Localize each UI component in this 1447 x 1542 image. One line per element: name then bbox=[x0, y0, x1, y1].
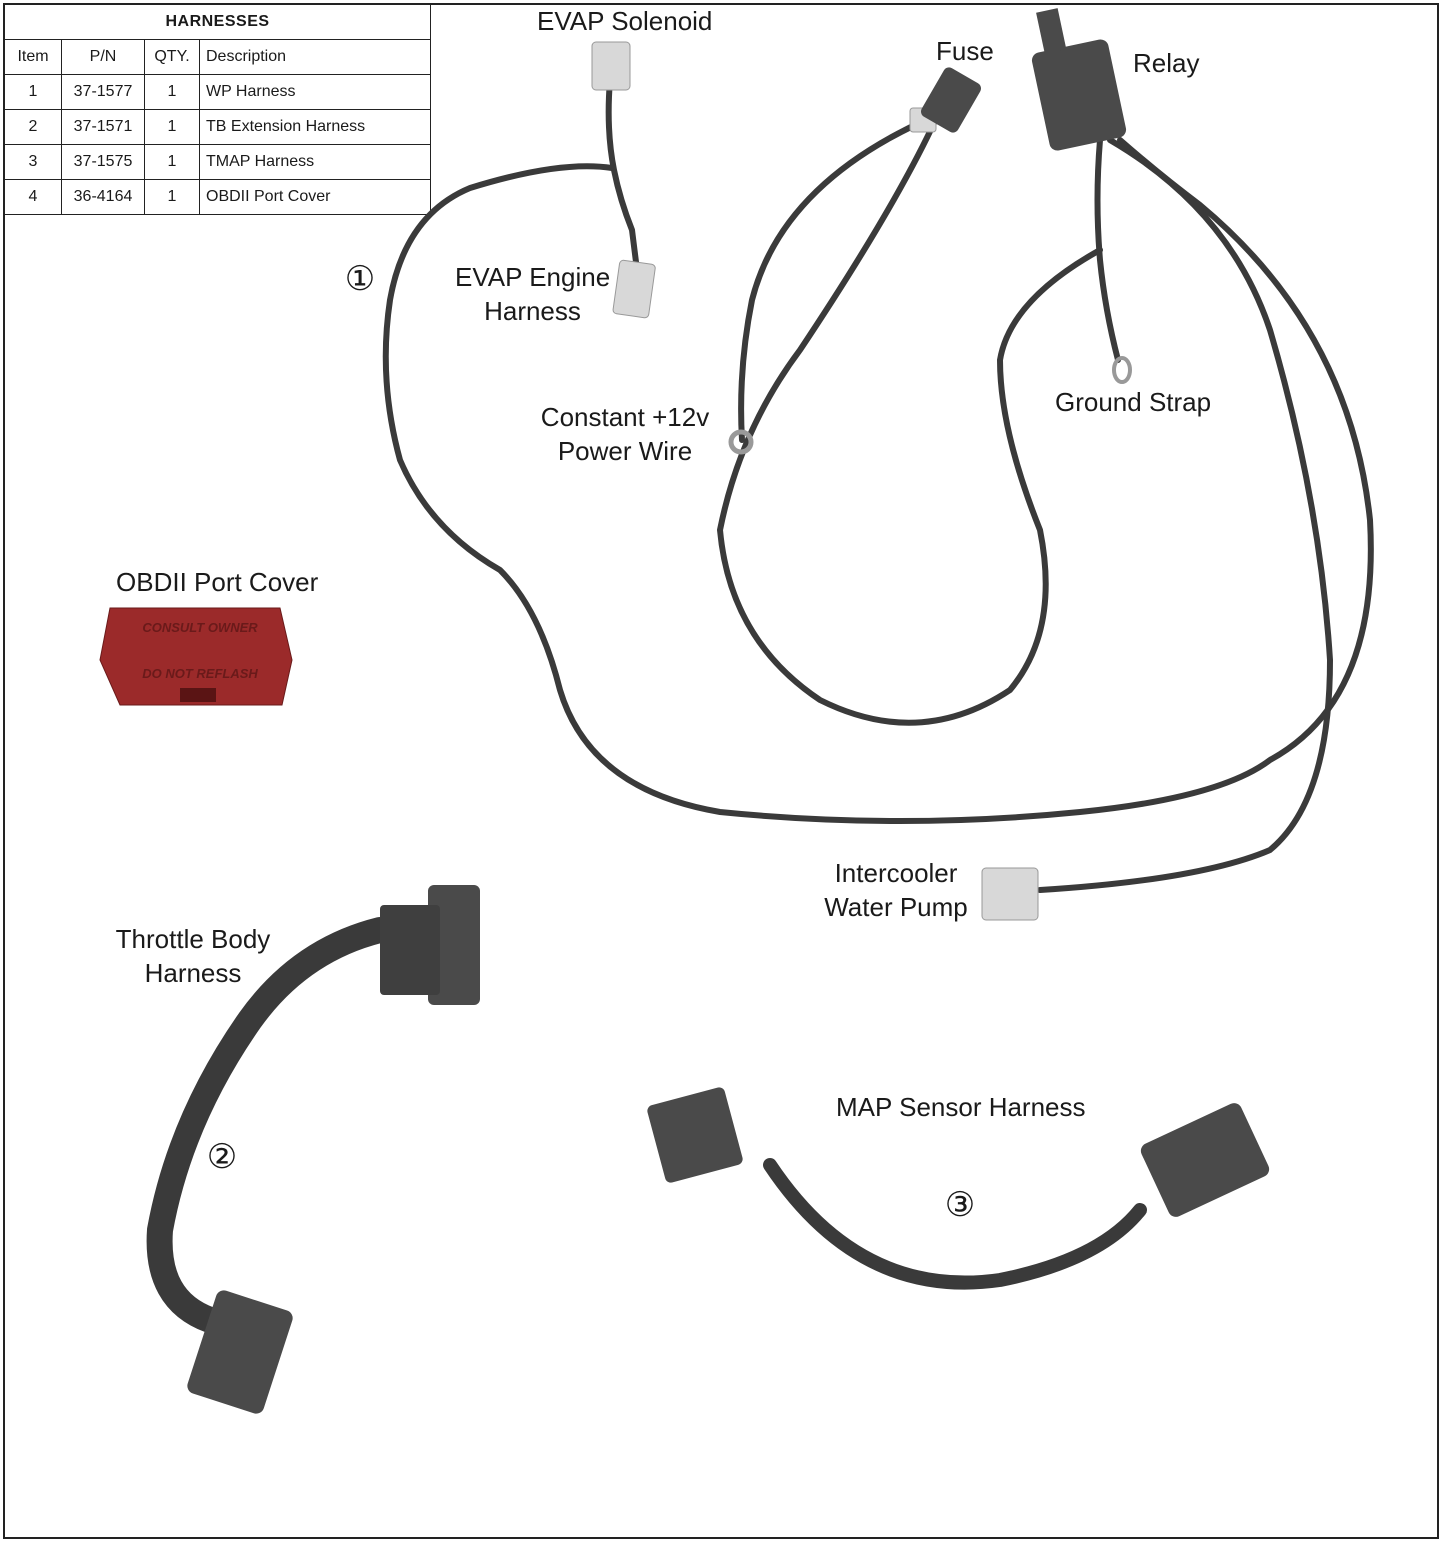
obdii-port-cover: CONSULT OWNER DO NOT REFLASH bbox=[99, 607, 293, 706]
label-ground-strap: Ground Strap bbox=[1055, 387, 1212, 417]
obdii-slot bbox=[180, 688, 216, 702]
wp-harness-wires bbox=[382, 77, 1374, 893]
header-pn: P/N bbox=[61, 39, 145, 75]
obdii-body bbox=[99, 607, 293, 706]
relay bbox=[1031, 8, 1127, 151]
ring-terminal-ground bbox=[1112, 356, 1132, 384]
throttle-connector-lower bbox=[187, 1290, 293, 1414]
label-evap-solenoid: EVAP Solenoid bbox=[537, 6, 713, 36]
label-constant-line1: Constant +12v bbox=[540, 402, 710, 432]
label-map-sensor: MAP Sensor Harness bbox=[836, 1092, 1086, 1122]
map-conduit bbox=[763, 1158, 1147, 1290]
label-relay: Relay bbox=[1133, 48, 1200, 78]
label-intercooler-line1: Intercooler bbox=[834, 858, 958, 888]
obdii-text-1: CONSULT OWNER bbox=[142, 620, 258, 635]
table-row: 3 37-1575 1 TMAP Harness bbox=[4, 144, 431, 180]
cell-pn: 36-4164 bbox=[61, 179, 145, 215]
map-connector-right bbox=[1140, 1103, 1270, 1217]
cell-description: TB Extension Harness bbox=[199, 109, 431, 145]
fuse-holder bbox=[921, 67, 981, 133]
throttle-connector-upper-body bbox=[380, 905, 440, 995]
label-fuse: Fuse bbox=[936, 36, 994, 66]
wire-evap-engine bbox=[605, 77, 639, 265]
callout-1: ① bbox=[344, 259, 376, 299]
map-connector-left bbox=[647, 1087, 743, 1183]
wire-main-loop bbox=[382, 137, 1374, 824]
wire-ground bbox=[1094, 137, 1121, 363]
wire-fuse-relay bbox=[716, 107, 1103, 726]
cell-qty: 1 bbox=[144, 144, 200, 180]
throttle-conduit bbox=[146, 917, 393, 1333]
wire-fuse-power bbox=[738, 122, 918, 443]
evap-engine-connector bbox=[612, 259, 656, 319]
label-evap-engine: EVAP Engine Harness bbox=[455, 260, 610, 328]
table-row: 4 36-4164 1 OBDII Port Cover bbox=[4, 179, 431, 215]
label-throttle-body: Throttle Body Harness bbox=[110, 922, 276, 990]
cell-pn: 37-1575 bbox=[61, 144, 145, 180]
label-obdii-cover: OBDII Port Cover bbox=[116, 567, 319, 597]
cell-item: 4 bbox=[4, 179, 62, 215]
obdii-text-2: DO NOT REFLASH bbox=[142, 666, 258, 681]
page-frame bbox=[3, 3, 1439, 1539]
map-sensor-harness bbox=[647, 1087, 1270, 1290]
label-throttle-line1: Throttle Body bbox=[115, 924, 271, 954]
throttle-connector-upper bbox=[428, 885, 480, 1005]
cell-description: TMAP Harness bbox=[199, 144, 431, 180]
throttle-body-harness bbox=[146, 885, 480, 1414]
label-constant-line2: Power Wire bbox=[557, 436, 693, 466]
evap-solenoid-connector bbox=[591, 41, 631, 91]
cell-pn: 37-1577 bbox=[61, 74, 145, 110]
label-evap-engine-line2: Harness bbox=[484, 296, 581, 326]
callout-2: ② bbox=[206, 1137, 238, 1177]
cell-item: 1 bbox=[4, 74, 62, 110]
callout-3: ③ bbox=[944, 1185, 976, 1225]
table-row: 2 37-1571 1 TB Extension Harness bbox=[4, 109, 431, 145]
cell-qty: 1 bbox=[144, 109, 200, 145]
label-throttle-line2: Harness bbox=[144, 958, 242, 988]
relay-body bbox=[1031, 39, 1127, 151]
cell-description: OBDII Port Cover bbox=[199, 179, 431, 215]
ring-terminal-power bbox=[728, 429, 754, 455]
intercooler-connector bbox=[981, 867, 1039, 921]
label-intercooler-line2: Water Pump bbox=[824, 892, 968, 922]
relay-tab bbox=[1036, 8, 1067, 54]
label-constant-power: Constant +12v Power Wire bbox=[535, 400, 715, 468]
label-evap-engine-line1: EVAP Engine bbox=[455, 262, 611, 292]
wire-intercooler bbox=[1037, 137, 1334, 893]
header-description: Description bbox=[199, 39, 431, 75]
cell-item: 3 bbox=[4, 144, 62, 180]
label-intercooler: Intercooler Water Pump bbox=[822, 856, 970, 924]
harnesses-table: HARNESSES Item P/N QTY. Description 1 37… bbox=[4, 4, 431, 215]
